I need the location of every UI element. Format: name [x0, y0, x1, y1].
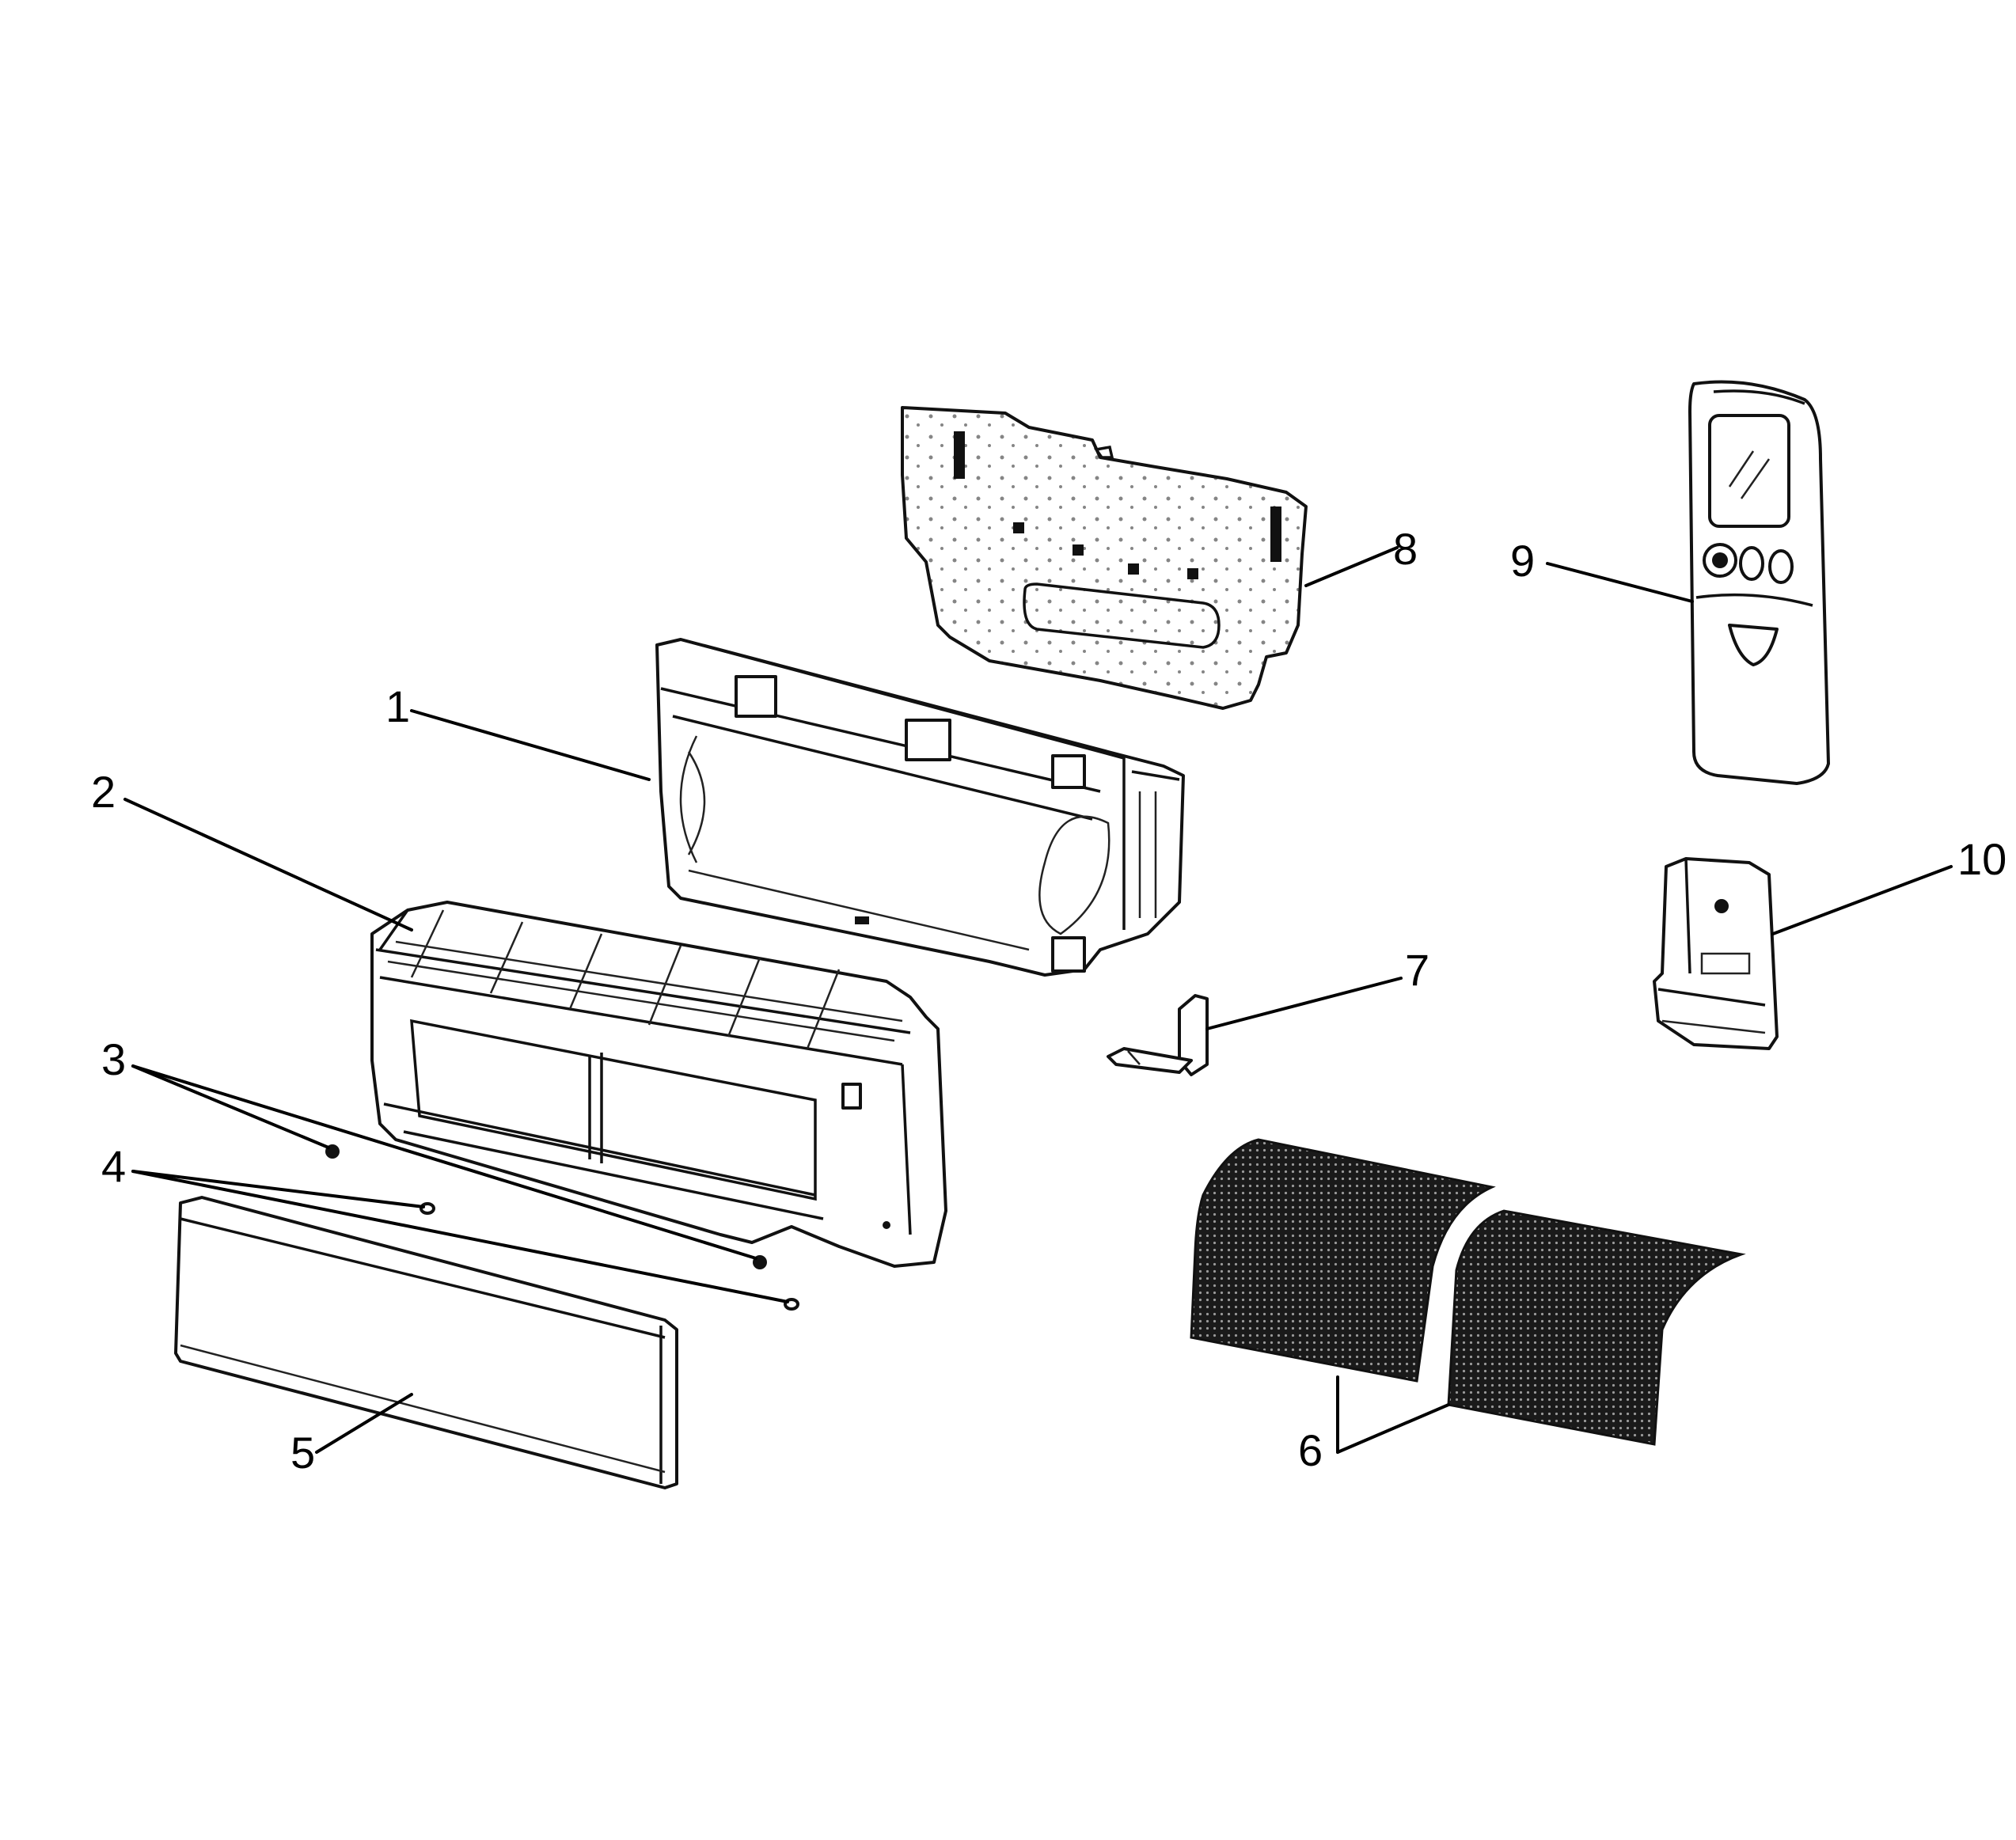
part-1-chassis [655, 638, 1185, 977]
leader-2 [123, 798, 413, 931]
leader-4b [131, 1170, 789, 1303]
leader-lines [123, 546, 1953, 1454]
callout-4: 4 [101, 1141, 126, 1191]
leader-7 [1205, 977, 1403, 1030]
part-2-front-grille [370, 901, 947, 1268]
leader-6b [1336, 1403, 1450, 1454]
callout-6: 6 [1298, 1425, 1323, 1475]
callout-labels: 1 2 3 4 5 6 7 8 9 10 [91, 524, 2007, 1478]
part-8-mounting-plate [901, 406, 1308, 710]
leader-10 [1771, 865, 1953, 935]
leader-9 [1546, 562, 1694, 603]
callout-8: 8 [1393, 524, 1418, 574]
callout-2: 2 [91, 767, 116, 817]
leader-3b [131, 1064, 757, 1260]
callout-5: 5 [290, 1428, 315, 1478]
leader-5 [315, 1393, 413, 1454]
part-7-bracket [1107, 994, 1209, 1076]
leader-8 [1304, 546, 1399, 587]
part-9-remote-control [1688, 380, 1830, 785]
leader-1 [410, 709, 651, 781]
leader-3a [131, 1064, 330, 1149]
callout-10: 10 [1957, 834, 2007, 884]
callout-3: 3 [101, 1034, 126, 1084]
part-10-remote-holder [1653, 857, 1779, 1050]
leader-4a [131, 1170, 425, 1208]
callout-1: 1 [385, 681, 410, 731]
part-5-front-cover [174, 1196, 678, 1489]
callout-9: 9 [1510, 536, 1535, 586]
part-6-air-filters [1190, 1138, 1746, 1446]
callout-7: 7 [1405, 945, 1429, 995]
